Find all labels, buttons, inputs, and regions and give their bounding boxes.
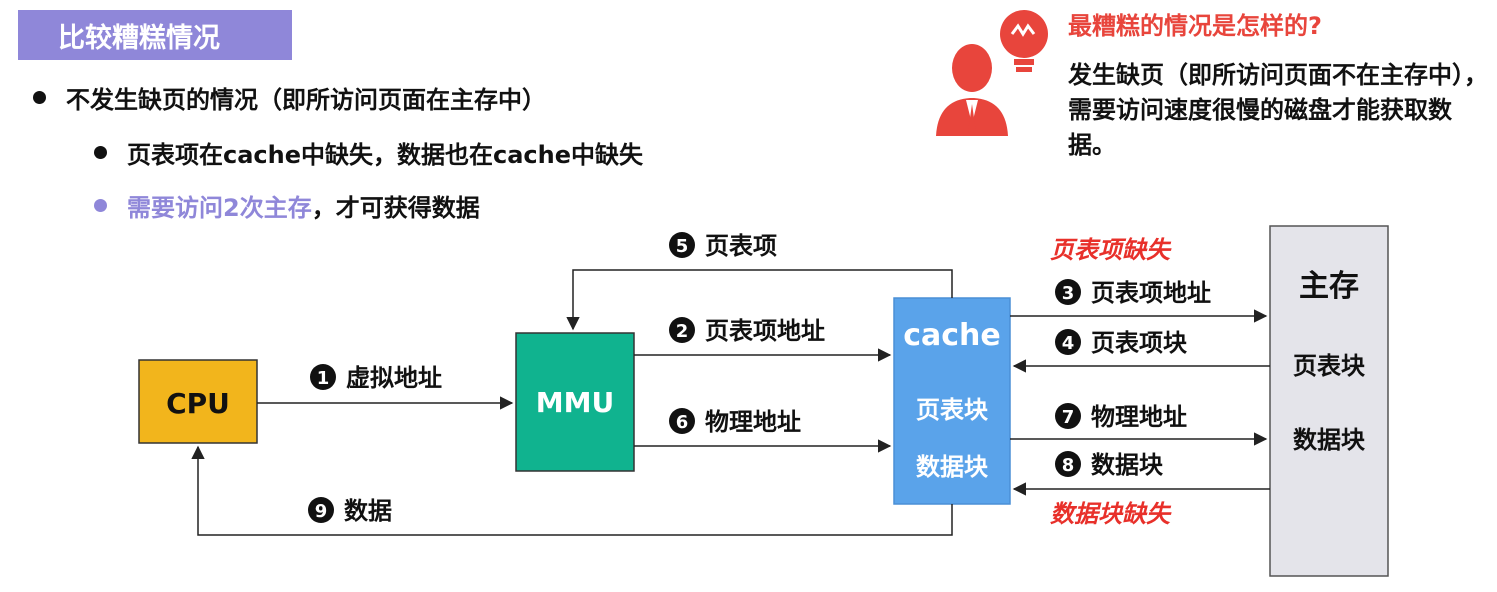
step-2-label: 页表项地址: [705, 317, 825, 345]
step-4-number: 4: [1062, 333, 1075, 354]
cache-label: cache: [903, 318, 1001, 353]
cache-page-table-block: 页表块: [916, 396, 988, 424]
cache-data-block: 数据块: [916, 453, 988, 481]
tip-body: 发生缺页（即所访问页面不在主存中），需要访问速度很慢的磁盘才能获取数据。: [1068, 61, 1488, 159]
step-7: 7 物理地址: [1055, 403, 1187, 431]
step-7-number: 7: [1062, 407, 1075, 428]
bullet-cache-miss: 页表项在cache中缺失，数据也在cache中缺失: [94, 135, 643, 170]
mmu-label: MMU: [536, 386, 614, 419]
bullet-text: 页表项在cache中缺失，数据也在cache中缺失: [127, 141, 644, 169]
step-8-badge: [1055, 451, 1081, 477]
page-title: 比较糟糕情况: [18, 10, 292, 60]
step-3-badge: [1055, 279, 1081, 305]
step-3: 3 页表项地址: [1055, 279, 1211, 307]
step-4-label: 页表项块: [1091, 329, 1187, 357]
memory-label: 主存: [1299, 269, 1359, 304]
step-2: 2 页表项地址: [669, 317, 825, 345]
bullet-two-accesses: 需要访问2次主存，才可获得数据: [94, 188, 480, 223]
bullet-highlight: 需要访问2次主存: [127, 194, 312, 222]
step-8: 8 数据块: [1055, 451, 1163, 479]
step-5-label: 页表项: [705, 232, 777, 260]
cpu-box: [138, 359, 258, 444]
step-1-badge: [310, 364, 336, 390]
step-1-number: 1: [317, 368, 330, 389]
step-3-number: 3: [1062, 283, 1075, 304]
step-5: 5 页表项: [669, 232, 777, 260]
step-2-badge: [669, 317, 695, 343]
bullet-text: ，才可获得数据: [311, 194, 480, 222]
step-5-number: 5: [676, 236, 689, 257]
main-memory-box: [1269, 225, 1389, 577]
step-7-label: 物理地址: [1091, 403, 1187, 431]
arrow-pte-return: [566, 269, 953, 331]
step-3-label: 页表项地址: [1091, 279, 1211, 307]
memory-data-block: 数据块: [1293, 426, 1365, 454]
step-7-badge: [1055, 403, 1081, 429]
arrow-data-to-cpu: [191, 445, 953, 536]
bullet-dot: [94, 146, 107, 159]
step-6-label: 物理地址: [705, 408, 801, 436]
person-idea-icon: [936, 10, 1048, 136]
step-9-badge: [308, 497, 334, 523]
step-8-label: 数据块: [1091, 451, 1163, 479]
tip-title: 最糟糕的情况是怎样的?: [1068, 12, 1322, 40]
step-6-badge: [669, 408, 695, 434]
step-4: 4 页表项块: [1055, 329, 1187, 357]
bullet-dot: [33, 91, 46, 104]
step-1-label: 虚拟地址: [346, 364, 442, 392]
step-6: 6 物理地址: [669, 408, 801, 436]
step-9-number: 9: [315, 501, 328, 522]
step-2-number: 2: [676, 321, 689, 342]
bullet-text: 不发生缺页的情况（即所访问页面在主存中）: [66, 86, 546, 114]
step-1: 1 虚拟地址: [310, 364, 442, 392]
step-9-label: 数据: [344, 497, 392, 525]
data-miss-note: 数据块缺失: [1050, 500, 1172, 528]
step-9: 9 数据: [308, 497, 392, 525]
cpu-label: CPU: [166, 387, 230, 420]
step-5-badge: [669, 232, 695, 258]
bullet-dot: [94, 199, 107, 212]
memory-page-table-block: 页表块: [1293, 352, 1365, 380]
step-8-number: 8: [1062, 455, 1075, 476]
step-4-badge: [1055, 329, 1081, 355]
bullet-no-page-fault: 不发生缺页的情况（即所访问页面在主存中）: [33, 80, 546, 115]
step-6-number: 6: [676, 412, 689, 433]
mmu-box: [515, 332, 635, 472]
pte-miss-note: 页表项缺失: [1050, 236, 1172, 264]
